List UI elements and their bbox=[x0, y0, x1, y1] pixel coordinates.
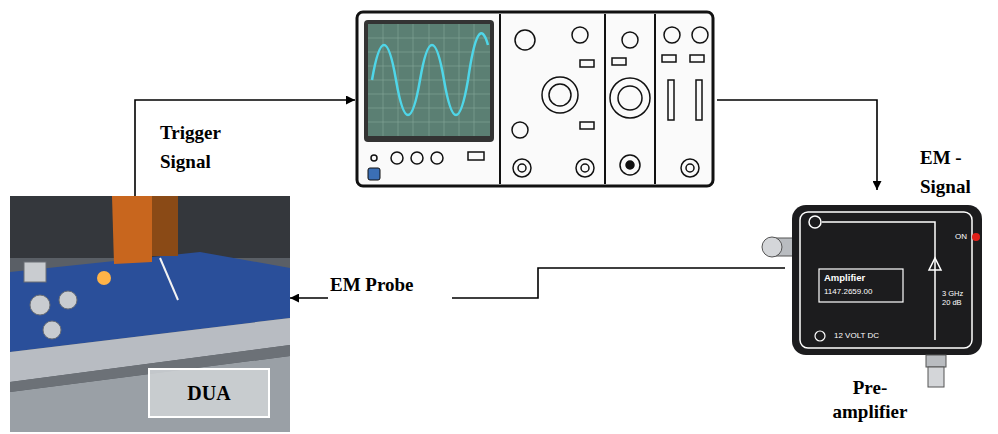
panel-divider bbox=[499, 14, 501, 184]
bnc-connector bbox=[926, 355, 946, 367]
signal-arrow bbox=[717, 100, 877, 190]
signal-path bbox=[822, 222, 935, 340]
panel-divider bbox=[654, 14, 656, 184]
power-symbol bbox=[815, 331, 825, 341]
bnc-connector bbox=[762, 237, 782, 257]
device-label: ON bbox=[955, 232, 967, 241]
oscilloscope-screen bbox=[368, 24, 490, 136]
front-knobs bbox=[371, 27, 708, 177]
oscilloscope-drawing bbox=[357, 12, 713, 186]
node-label: Pre- amplifier bbox=[820, 376, 920, 424]
amplifier-body bbox=[792, 205, 982, 355]
board-components bbox=[24, 262, 77, 339]
panel-frame bbox=[800, 212, 972, 348]
edge-label: Trigger Signal bbox=[158, 118, 257, 177]
device-label: 3 GHz 20 dB bbox=[942, 290, 972, 307]
oscilloscope-housing bbox=[357, 12, 713, 186]
device-label: 12 VOLT DC bbox=[834, 331, 879, 340]
port-symbol bbox=[809, 216, 821, 228]
metal-rail bbox=[10, 356, 290, 432]
power-led bbox=[972, 233, 980, 241]
edge-label: EM Probe bbox=[328, 270, 452, 299]
photo-ground bbox=[10, 196, 290, 432]
diagram-node: DUA bbox=[10, 196, 290, 432]
node-label: DUA bbox=[148, 368, 270, 418]
signal-arrow bbox=[135, 100, 355, 196]
device-label: 1147.2659.00 bbox=[824, 287, 872, 296]
dua-photo bbox=[10, 196, 290, 432]
edge-label: EM - Signal bbox=[918, 143, 986, 202]
probe-holder bbox=[112, 196, 152, 264]
sine-trace bbox=[372, 33, 488, 115]
preamplifier-drawing bbox=[762, 205, 982, 387]
bnc-connector bbox=[928, 367, 944, 387]
diagram-node: Pre- amplifier bbox=[785, 190, 990, 430]
probe-holder-side bbox=[152, 196, 178, 256]
diagram-node bbox=[355, 10, 717, 190]
screen-bezel bbox=[364, 20, 494, 142]
label-box bbox=[819, 269, 903, 302]
probe-wire bbox=[160, 258, 178, 300]
led-glow bbox=[97, 271, 111, 285]
power-button bbox=[368, 168, 380, 180]
amplifier-symbol bbox=[929, 258, 941, 270]
screen-grid bbox=[368, 24, 490, 136]
device-label: Amplifier bbox=[824, 273, 865, 284]
panel-divider bbox=[604, 14, 606, 184]
